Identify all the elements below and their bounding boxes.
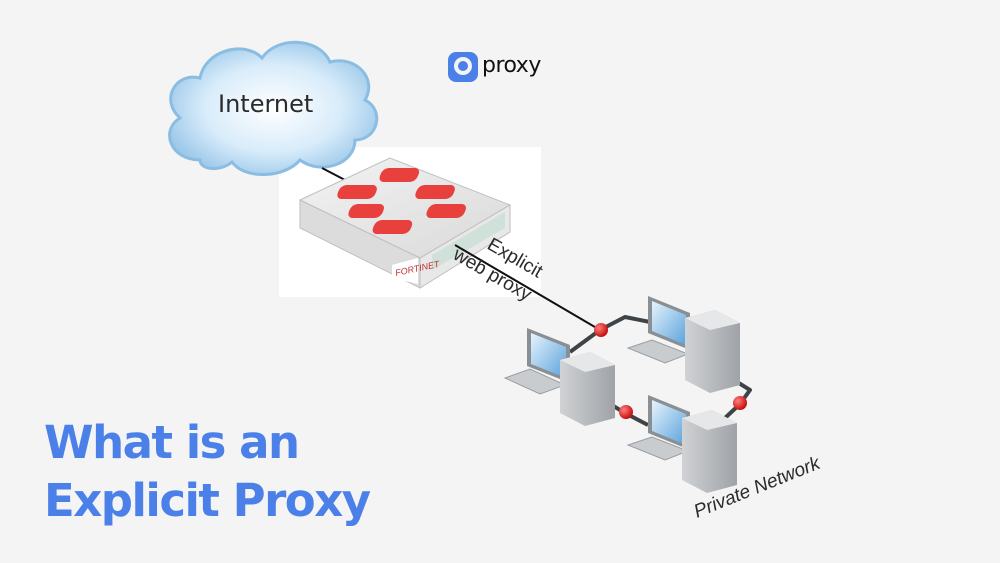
connector-dot [594, 323, 608, 337]
logo-text: proxy [482, 52, 541, 78]
internet-link-line [321, 167, 346, 181]
internet-label: Internet [218, 90, 313, 118]
connector-dot [619, 405, 633, 419]
workstation-icon [626, 395, 737, 493]
workstation-icon [626, 296, 740, 393]
proxy-link-line [454, 244, 601, 331]
brand-logo: proxy [448, 52, 541, 82]
connector-dot [733, 396, 747, 410]
internet-cloud-icon [168, 40, 379, 176]
title-line-2: Explicit Proxy [44, 474, 371, 527]
title-line-1: What is an [44, 416, 300, 469]
workstation-icon [503, 328, 615, 426]
logo-mark-icon [448, 52, 478, 82]
firewall-appliance-icon [298, 157, 512, 289]
page-title: What is an Explicit Proxy [44, 414, 371, 530]
